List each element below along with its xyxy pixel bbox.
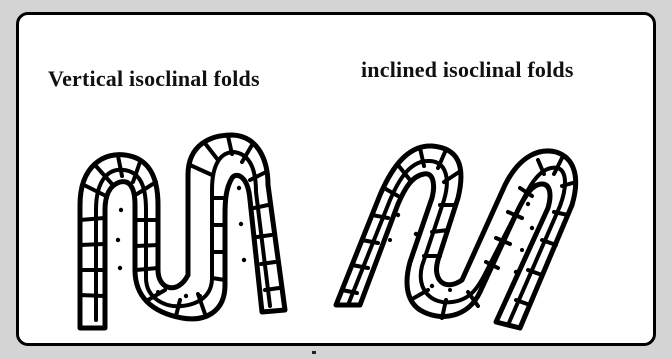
inclined-isoclinal-fold — [336, 146, 576, 328]
vertical-isoclinal-fold — [80, 135, 285, 328]
bottom-tick-mark — [312, 351, 316, 354]
vertical-fold-outer-outline — [80, 135, 285, 328]
